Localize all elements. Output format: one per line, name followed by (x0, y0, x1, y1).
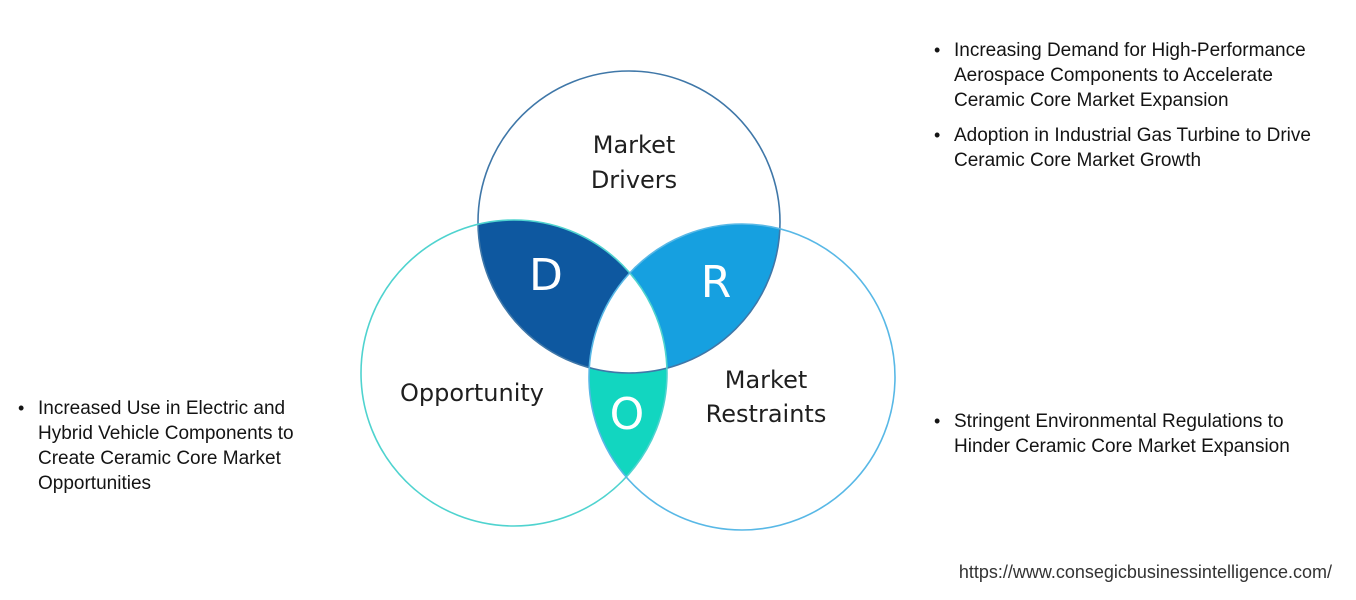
drivers-bullet-list: Increasing Demand for High-Performance A… (932, 38, 1332, 183)
intersection-drivers-opportunity (478, 220, 667, 373)
restraints-bullet-1: Stringent Environmental Regulations to H… (932, 409, 1332, 459)
drivers-bullet-1: Increasing Demand for High-Performance A… (932, 38, 1332, 113)
letter-r: R (701, 257, 732, 308)
restraints-label-line-1: Market (725, 366, 808, 394)
restraints-circle (588, 223, 896, 531)
letter-o: O (610, 389, 645, 440)
drivers-bullet-2: Adoption in Industrial Gas Turbine to Dr… (932, 123, 1332, 173)
drivers-label-line-1: Market (593, 131, 676, 159)
drivers-label-line-2: Drivers (591, 166, 677, 194)
opportunity-label: Opportunity (400, 379, 544, 407)
restraints-bullet-list: Stringent Environmental Regulations to H… (932, 409, 1332, 469)
opportunity-bullet-1: Increased Use in Electric and Hybrid Veh… (16, 396, 336, 496)
source-url: https://www.consegicbusinessintelligence… (958, 562, 1332, 582)
letter-d: D (529, 250, 563, 301)
intersection-drivers-restraints (589, 224, 780, 373)
opportunity-bullet-list: Increased Use in Electric and Hybrid Veh… (16, 396, 336, 506)
restraints-label-line-2: Restraints (706, 400, 827, 428)
opportunity-circle (360, 219, 668, 527)
drivers-circle (477, 70, 781, 374)
